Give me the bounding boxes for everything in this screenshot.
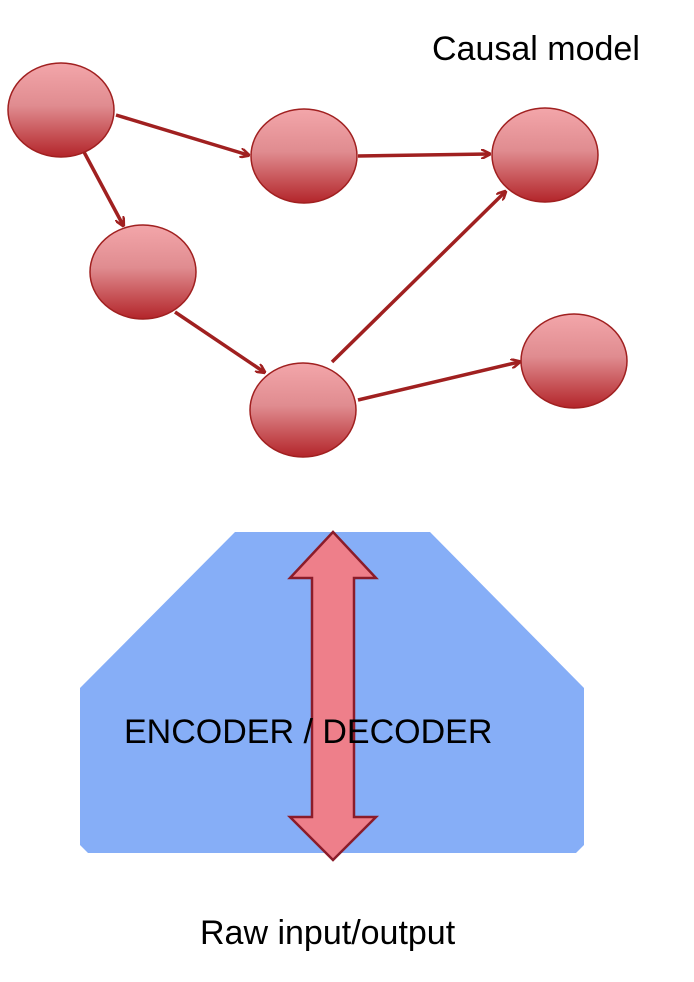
node-4	[89, 224, 197, 320]
node-2	[250, 108, 358, 204]
edge-n5-n3	[330, 192, 505, 364]
raw-input-output-label: Raw input/output	[200, 914, 456, 952]
node-5	[249, 362, 357, 458]
edge-n2-n3	[357, 154, 489, 156]
edge-n5-n6	[357, 362, 519, 402]
encoder-decoder-label: ENCODER / DECODER	[124, 713, 492, 751]
node-1	[7, 62, 115, 158]
edge-n4-n5	[174, 310, 264, 372]
nodes	[7, 62, 628, 458]
edges	[82, 113, 519, 402]
edge-n1-n2	[115, 113, 248, 155]
causal-model-title: Causal model	[432, 30, 640, 68]
edge-n1-n4	[82, 151, 123, 225]
double-arrow	[286, 530, 380, 862]
node-6	[520, 313, 628, 409]
node-3	[491, 107, 599, 203]
